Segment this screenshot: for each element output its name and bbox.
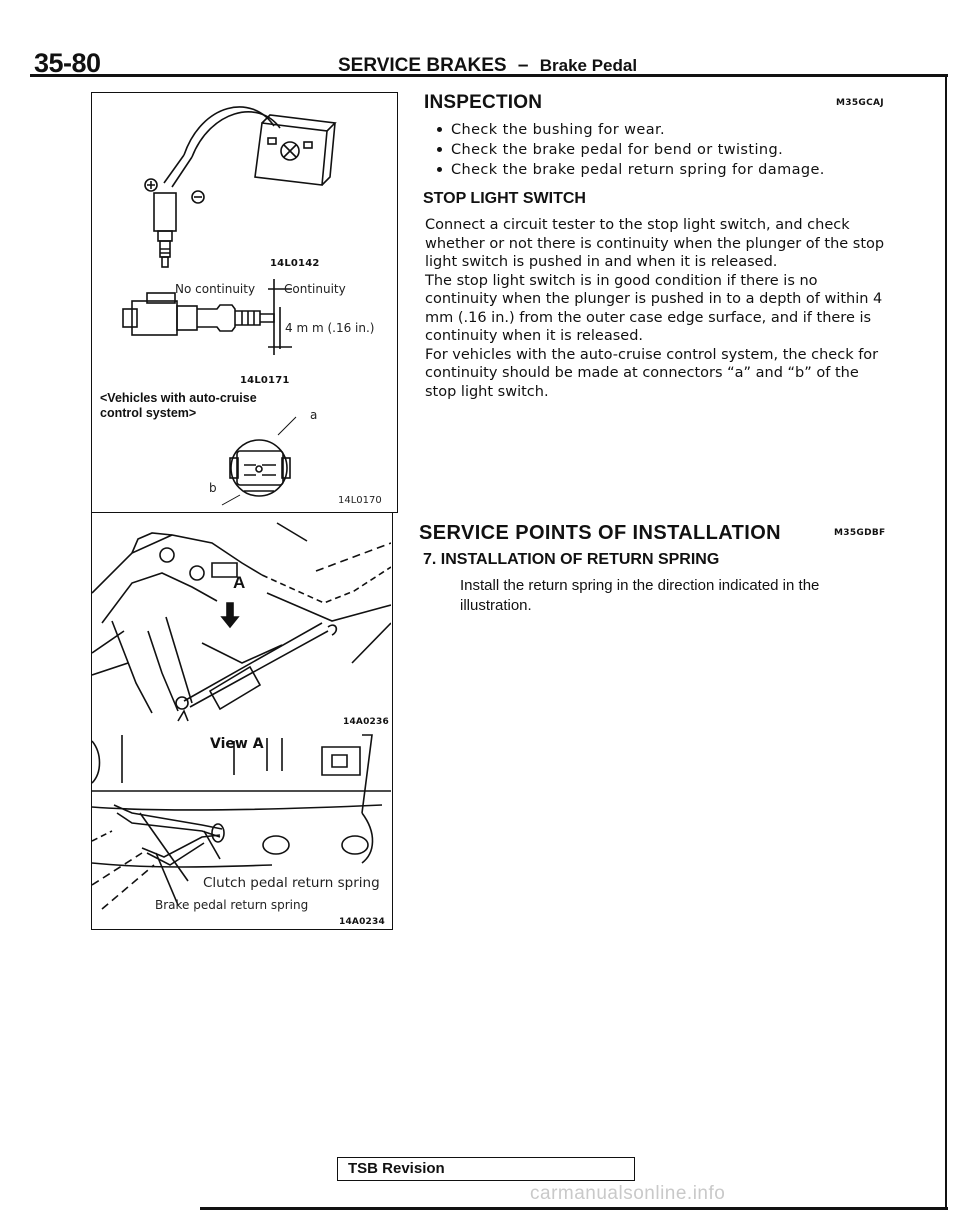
caption-line-2: control system> bbox=[100, 406, 197, 420]
body-line: light switch is pushed in and when it is… bbox=[425, 254, 778, 270]
body-line: Connect a circuit tester to the stop lig… bbox=[425, 217, 850, 233]
page-header: SERVICE BRAKES – Brake Pedal bbox=[338, 55, 637, 77]
figure-code-14a0234: 14A0234 bbox=[339, 917, 385, 927]
page-number: 35-80 bbox=[34, 48, 101, 78]
dimension-label: 4 m m (.16 in.) bbox=[285, 321, 375, 335]
step-7-body: Install the return spring in the directi… bbox=[460, 576, 890, 616]
tsb-revision-box: TSB Revision bbox=[337, 1157, 635, 1181]
stop-light-switch-illustration bbox=[122, 106, 337, 506]
figure-code-14a0236: 14A0236 bbox=[343, 717, 389, 727]
header-dash: – bbox=[517, 55, 529, 76]
label-continuity: Continuity bbox=[284, 282, 346, 296]
body-line: Install the return spring in the directi… bbox=[460, 577, 820, 594]
section-title: SERVICE BRAKES bbox=[338, 55, 507, 76]
service-points-code: M35GDBF bbox=[834, 528, 886, 538]
figure-code-14l0170: 14L0170 bbox=[338, 495, 382, 506]
view-a-title: View A bbox=[210, 736, 264, 752]
label-no-continuity: No continuity bbox=[175, 282, 256, 296]
list-item: Check the brake pedal for bend or twisti… bbox=[437, 140, 825, 160]
caption-line-1: <Vehicles with auto-cruise bbox=[100, 391, 257, 405]
list-item: Check the bushing for wear. bbox=[437, 120, 825, 140]
stop-light-body: Connect a circuit tester to the stop lig… bbox=[425, 216, 895, 401]
stop-light-heading: STOP LIGHT SWITCH bbox=[423, 190, 586, 207]
return-spring-illustration bbox=[92, 522, 391, 910]
body-line: whether or not there is continuity when … bbox=[425, 235, 885, 252]
connector-label-b: b bbox=[209, 481, 217, 495]
body-line: The stop light switch is in good conditi… bbox=[425, 272, 818, 289]
caption-auto-cruise: <Vehicles with auto-cruise control syste… bbox=[100, 391, 257, 421]
list-item: Check the brake pedal return spring for … bbox=[437, 160, 825, 180]
inspection-item-3: Check the brake pedal return spring for … bbox=[451, 162, 825, 178]
right-margin-rule bbox=[945, 74, 947, 1209]
body-line: continuity should be made at connectors … bbox=[425, 365, 859, 381]
body-line: For vehicles with the auto-cruise contro… bbox=[425, 346, 879, 363]
connector-label-a: a bbox=[310, 408, 318, 422]
inspection-code: M35GCAJ bbox=[836, 98, 884, 108]
step-7-heading: 7. INSTALLATION OF RETURN SPRING bbox=[423, 551, 720, 568]
inspection-list: Check the bushing for wear. Check the br… bbox=[437, 120, 825, 180]
footer-rule bbox=[200, 1207, 948, 1210]
header-rule bbox=[30, 74, 948, 77]
clutch-spring-label: Clutch pedal return spring bbox=[203, 875, 380, 891]
figure-return-spring: A 14A0236 View A Clutch pedal return spr… bbox=[91, 512, 393, 930]
view-a-marker: A bbox=[233, 573, 246, 592]
figure-code-14l0142: 14L0142 bbox=[270, 258, 320, 269]
figure-stop-light-switch: 14L0142 No continuity Continuity 4 m m (… bbox=[91, 92, 398, 513]
service-points-heading: SERVICE POINTS OF INSTALLATION bbox=[419, 522, 782, 544]
inspection-heading: INSPECTION bbox=[424, 92, 543, 113]
inspection-item-2: Check the brake pedal for bend or twisti… bbox=[451, 142, 784, 158]
figure-code-14l0171: 14L0171 bbox=[240, 375, 290, 386]
subsection-title: Brake Pedal bbox=[539, 56, 638, 75]
body-line: continuity when the plunger is pushed in… bbox=[425, 291, 883, 307]
inspection-item-1: Check the bushing for wear. bbox=[451, 122, 666, 138]
body-line: illustration. bbox=[460, 597, 532, 614]
brake-spring-label: Brake pedal return spring bbox=[155, 898, 309, 912]
site-watermark: carmanualsonline.info bbox=[530, 1183, 726, 1204]
body-line: continuity when it is released. bbox=[425, 328, 644, 344]
body-line: mm (.16 in.) from the outer case edge su… bbox=[425, 309, 872, 326]
body-line: stop light switch. bbox=[425, 383, 549, 400]
